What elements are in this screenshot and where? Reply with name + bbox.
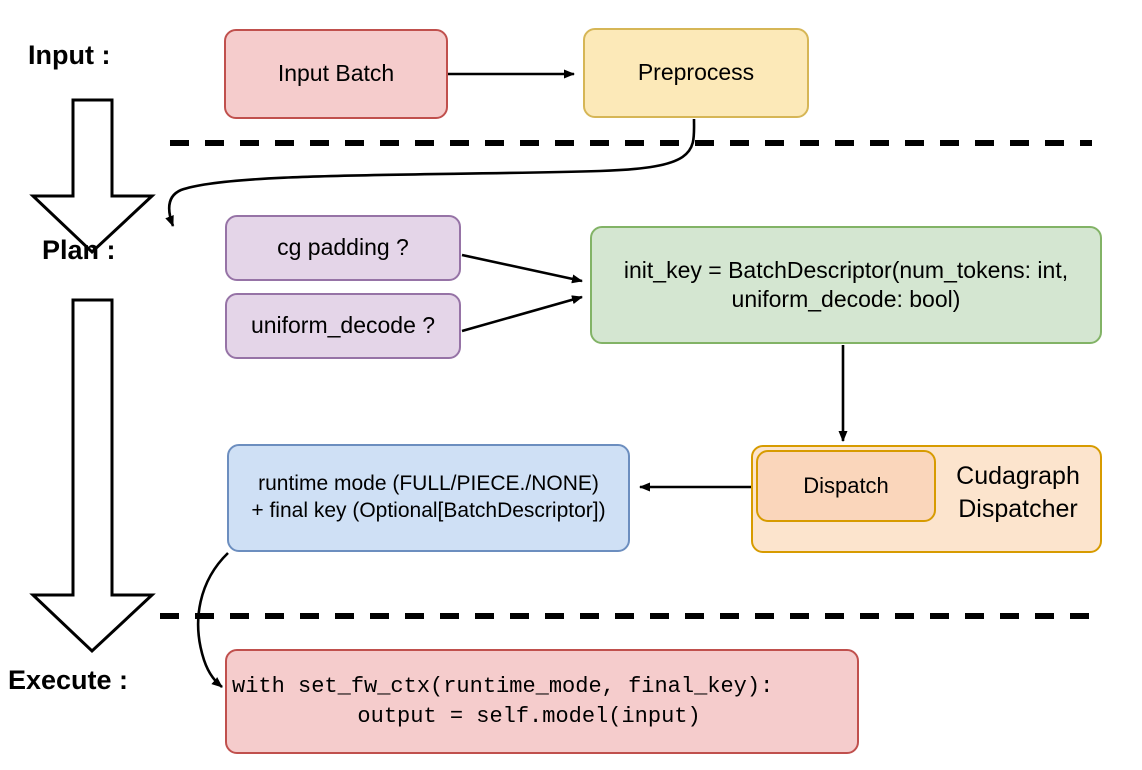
stage-arrow-plan-to-execute [29,298,156,654]
node-code-block[interactable]: with set_fw_ctx(runtime_mode, final_key)… [225,649,859,754]
node-dispatch[interactable]: Dispatch [756,450,936,522]
node-uniform-decode[interactable]: uniform_decode ? [225,293,461,359]
node-preprocess[interactable]: Preprocess [583,28,809,118]
node-init-key[interactable]: init_key = BatchDescriptor(num_tokens: i… [590,226,1102,344]
node-cudagraph-dispatcher-label: Cudagraph Dispatcher [938,460,1098,525]
code-line-2: output = self.model(input) [304,703,701,729]
node-runtime-mode-line2: + final key (Optional[BatchDescriptor]) [251,499,606,522]
stage-arrow-input-to-plan [29,98,156,255]
code-line-1: with set_fw_ctx(runtime_mode, final_key)… [232,674,774,700]
node-runtime-mode[interactable]: runtime mode (FULL/PIECE./NONE) + final … [227,444,630,552]
node-init-key-line2: uniform_decode: bool) [731,286,961,312]
code-block-text: with set_fw_ctx(runtime_mode, final_key)… [232,672,773,730]
node-runtime-mode-line1: runtime mode (FULL/PIECE./NONE) [258,472,599,496]
arrow-uniform-decode-to-init-key [461,295,583,333]
dispatcher-label-line1: Cudagraph [956,462,1080,490]
node-init-key-line1: init_key = BatchDescriptor(num_tokens: i… [623,256,1069,283]
arrow-preprocess-to-cg-padding [165,118,696,227]
stage-label-plan: Plan : [42,235,116,265]
arrow-runtime-mode-to-code [196,552,229,688]
stage-label-execute: Execute : [8,665,129,695]
node-cg-padding[interactable]: cg padding ? [225,215,461,281]
arrow-cg-padding-to-init-key [461,253,583,284]
stage-label-input: Input : [28,40,111,70]
dispatcher-label-line2: Dispatcher [958,494,1078,523]
node-input-batch[interactable]: Input Batch [224,29,448,119]
